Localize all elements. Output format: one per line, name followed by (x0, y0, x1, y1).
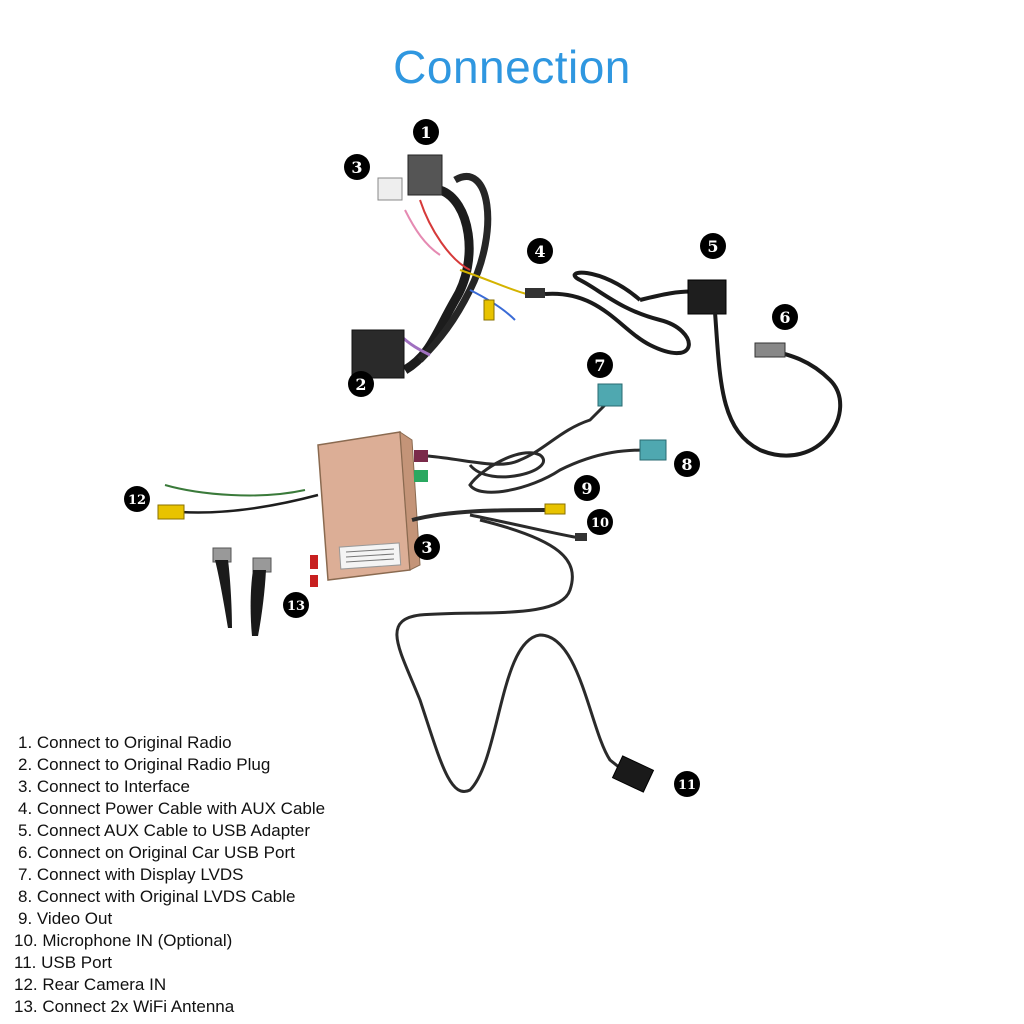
badge-4-label: 4 (534, 242, 545, 261)
badge-13-label: 13 (287, 599, 305, 614)
usb-port-connector (611, 755, 655, 793)
badge-7: 7 (587, 352, 613, 378)
legend-item: 2. Connect to Original Radio Plug (18, 755, 271, 774)
lvds-cables (427, 383, 667, 494)
legend-item: 12. Rear Camera IN (14, 975, 167, 994)
badge-8-label: 8 (681, 455, 692, 474)
badge-3-interface: 3 (414, 534, 440, 560)
antenna-1-base (212, 547, 232, 563)
connection-legend: 1. Connect to Original Radio 2. Connect … (0, 732, 480, 1018)
badge-3-interface-label: 3 (421, 538, 432, 557)
antenna-1 (215, 560, 232, 628)
badge-5: 5 (700, 233, 726, 259)
rear-camera-wire (164, 484, 306, 497)
harness-wire-yellow (459, 269, 531, 296)
badge-12-label: 12 (128, 493, 146, 508)
badge-13: 13 (283, 592, 309, 618)
lvds-connector-8 (639, 439, 667, 461)
badge-4: 4 (527, 238, 553, 264)
wifi-antennas (212, 547, 272, 636)
radio-harness (351, 154, 545, 379)
legend-item: 7. Connect with Display LVDS (18, 865, 244, 884)
badge-3-top: 3 (344, 154, 370, 180)
badge-11-label: 11 (678, 778, 696, 793)
badge-6-label: 6 (779, 308, 790, 327)
io-cables (395, 503, 655, 793)
rear-camera-rca (157, 504, 185, 520)
aux-usb-cable (544, 270, 843, 458)
usb-port-cable (395, 518, 621, 793)
badge-7-label: 7 (594, 356, 605, 375)
interface-label-line (345, 548, 395, 553)
lvds-port-green (414, 470, 428, 482)
legend-item: 3. Connect to Interface (18, 777, 190, 796)
badge-9: 9 (574, 475, 600, 501)
antenna-2 (250, 570, 266, 636)
connector-3-plug (377, 177, 403, 201)
page-title: Connection (393, 41, 631, 93)
badge-2-label: 2 (355, 375, 366, 394)
legend-item: 13. Connect 2x WiFi Antenna (14, 997, 235, 1016)
aux-cable-coil (544, 270, 691, 356)
legend-item: 11. USB Port (14, 953, 112, 972)
harness-wire-blue (469, 289, 516, 321)
badge-9-label: 9 (581, 479, 592, 498)
legend-item: 5. Connect AUX Cable to USB Adapter (18, 821, 311, 840)
usb-adapter-cable (713, 311, 843, 458)
badge-10: 10 (587, 509, 613, 535)
interface-module (310, 431, 428, 587)
badge-1-label: 1 (420, 123, 431, 142)
interface-label-line (345, 558, 395, 563)
lvds-connector-7 (597, 383, 623, 407)
legend-item: 1. Connect to Original Radio (18, 733, 232, 752)
harness-wire-pink (404, 209, 441, 256)
harness-rca-yellow (483, 299, 495, 321)
legend-item: 6. Connect on Original Car USB Port (18, 843, 295, 862)
badge-3-label: 3 (351, 158, 362, 177)
rear-camera-wire (179, 493, 319, 514)
io-cable-bundle (411, 508, 546, 522)
legend-item: 9. Video Out (18, 909, 113, 928)
interface-box-side (399, 431, 421, 571)
badge-11: 11 (674, 771, 700, 797)
video-out-rca (544, 503, 566, 515)
interface-label-line (345, 553, 395, 558)
badge-10-label: 10 (591, 516, 609, 531)
connector-2-plug (351, 329, 405, 379)
harness-cable-loop (417, 173, 492, 363)
legend-item: 8. Connect with Original LVDS Cable (18, 887, 296, 906)
badge-2: 2 (348, 371, 374, 397)
mic-cable (469, 513, 581, 540)
lvds-cable-coil (468, 448, 646, 494)
legend-item: 10. Microphone IN (Optional) (14, 931, 233, 950)
badge-5-label: 5 (707, 237, 718, 256)
antenna-2-base (252, 557, 272, 573)
antenna-port-2 (310, 575, 318, 587)
badge-8: 8 (674, 451, 700, 477)
antenna-port-1 (310, 555, 318, 569)
legend-item: 4. Connect Power Cable with AUX Cable (18, 799, 326, 818)
badge-12: 12 (124, 486, 150, 512)
connector-4-plug (525, 288, 545, 298)
lvds-port-purple (414, 450, 428, 462)
connector-1-plug (407, 154, 443, 196)
badge-6: 6 (772, 304, 798, 330)
harness-wire-red (419, 199, 471, 271)
usb-plug-6 (754, 342, 786, 358)
rear-camera-cable (157, 484, 319, 520)
usb-adapter-box (687, 279, 727, 315)
mic-plug (575, 533, 587, 541)
badge-1: 1 (413, 119, 439, 145)
lvds-cable (427, 403, 607, 466)
